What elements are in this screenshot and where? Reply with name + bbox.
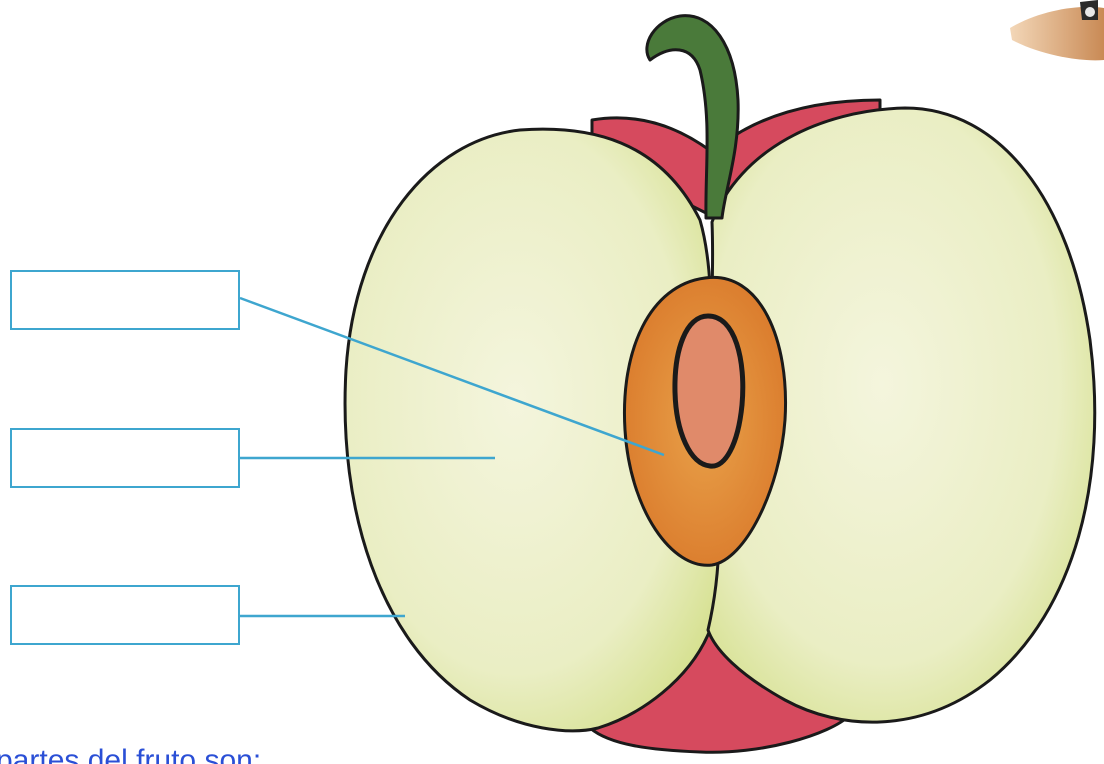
label-box-flesh[interactable] bbox=[10, 428, 240, 488]
caption-text: partes del fruto son: bbox=[0, 744, 262, 764]
pencil-icon bbox=[1010, 0, 1104, 61]
label-box-skin[interactable] bbox=[10, 585, 240, 645]
label-box-seed[interactable] bbox=[10, 270, 240, 330]
connector-line-1 bbox=[239, 296, 665, 457]
